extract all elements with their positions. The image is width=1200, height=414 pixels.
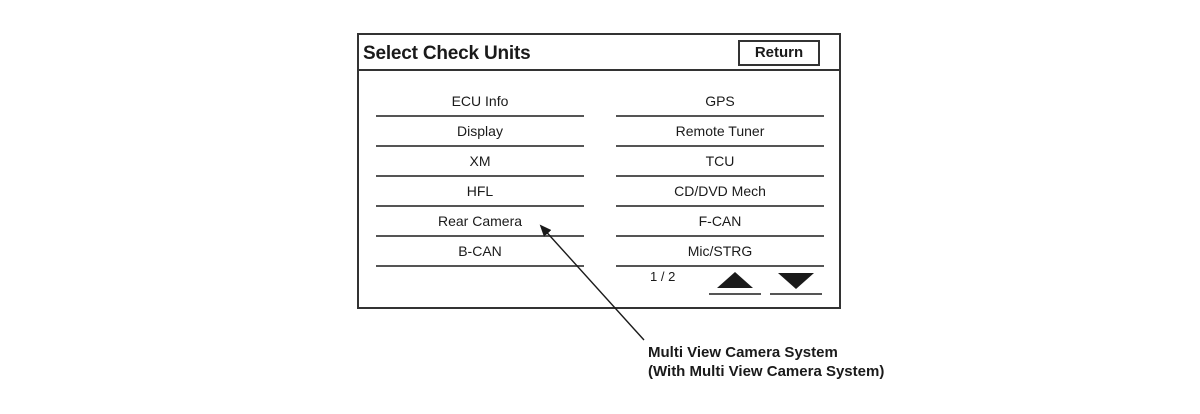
page-title: Select Check Units [363, 43, 531, 64]
unit-item-hfl[interactable]: HFL [376, 177, 584, 207]
unit-item-cd-dvd-mech[interactable]: CD/DVD Mech [616, 177, 824, 207]
unit-item-display[interactable]: Display [376, 117, 584, 147]
unit-item-tcu[interactable]: TCU [616, 147, 824, 177]
unit-item-b-can[interactable]: B-CAN [376, 237, 584, 267]
unit-item-gps[interactable]: GPS [616, 87, 824, 117]
triangle-down-icon [778, 273, 814, 289]
callout-label: Multi View Camera System (With Multi Vie… [648, 343, 884, 381]
screen-header: Select Check Units Return [359, 35, 839, 71]
unit-item-mic-strg[interactable]: Mic/STRG [616, 237, 824, 267]
unit-list-left: ECU Info Display XM HFL Rear Camera B-CA… [376, 87, 584, 267]
return-button[interactable]: Return [738, 40, 820, 66]
page-down-button[interactable] [770, 267, 822, 295]
select-check-units-screen: Select Check Units Return ECU Info Displ… [357, 33, 841, 309]
unit-item-f-can[interactable]: F-CAN [616, 207, 824, 237]
callout-line-2: (With Multi View Camera System) [648, 363, 885, 380]
page-up-button[interactable] [709, 267, 761, 295]
unit-item-xm[interactable]: XM [376, 147, 584, 177]
unit-list-right: GPS Remote Tuner TCU CD/DVD Mech F-CAN M… [616, 87, 824, 267]
unit-item-rear-camera[interactable]: Rear Camera [376, 207, 584, 237]
page-indicator: 1 / 2 [650, 269, 676, 284]
unit-item-ecu-info[interactable]: ECU Info [376, 87, 584, 117]
callout-line-1: Multi View Camera System [648, 344, 838, 361]
unit-item-remote-tuner[interactable]: Remote Tuner [616, 117, 824, 147]
triangle-up-icon [717, 272, 753, 288]
